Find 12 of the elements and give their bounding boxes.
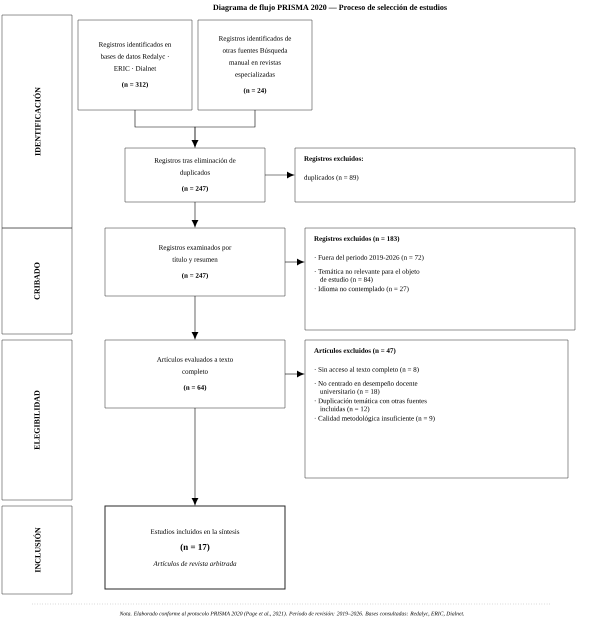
arrow bbox=[264, 172, 294, 178]
arrow bbox=[192, 408, 198, 506]
arrow bbox=[192, 202, 198, 228]
phase-label-box: IDENTIFICACIÓN bbox=[2, 14, 72, 228]
phase-label-box: ELEGIBILIDAD bbox=[2, 340, 72, 500]
arrow bbox=[284, 370, 304, 378]
title: Diagrama de flujo PRISMA 2020 — Proceso de selección de estudios bbox=[213, 4, 447, 12]
arrow bbox=[192, 110, 256, 148]
arrow bbox=[192, 296, 198, 340]
phase-label-box: CRIBADO bbox=[2, 228, 72, 334]
arrow bbox=[284, 258, 304, 266]
phase-label-box: INCLUSIÓN bbox=[2, 506, 72, 594]
